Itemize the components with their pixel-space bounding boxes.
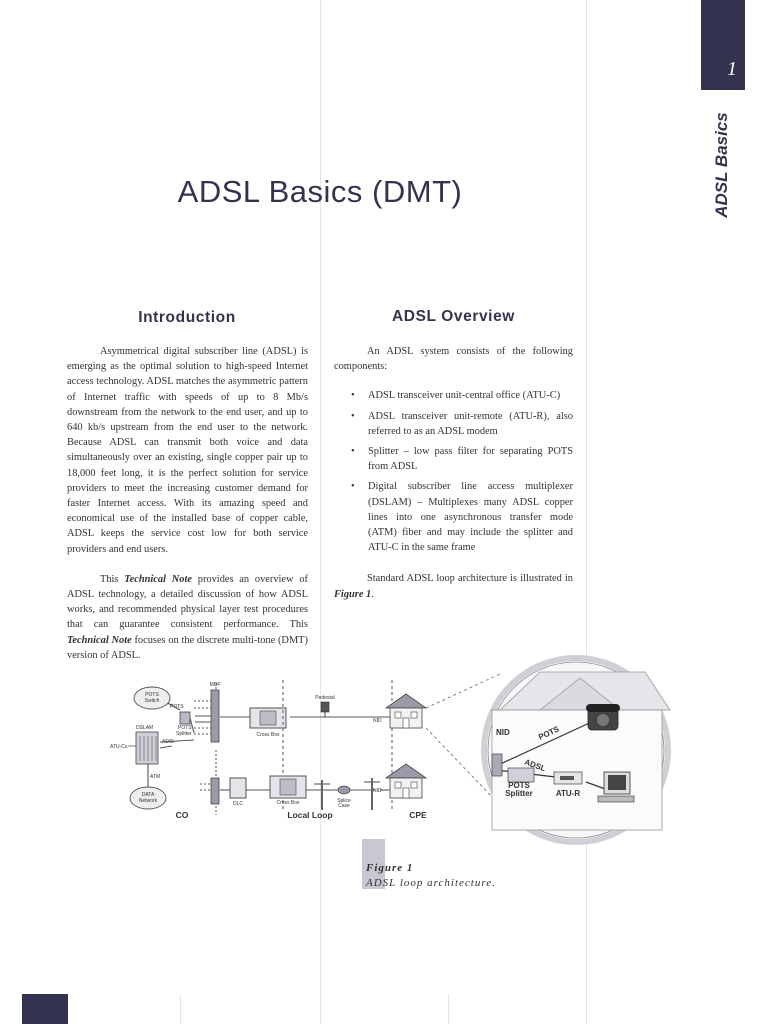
dslam-label: DSLAM: [136, 725, 153, 731]
page-title: ADSL Basics (DMT): [177, 174, 463, 209]
list-item: ADSL transceiver unit-central office (AT…: [334, 388, 573, 403]
intro-paragraph-1: Asymmetrical digital subscriber line (AD…: [67, 346, 308, 555]
pots-splitter-zoom-label: POTS: [508, 781, 530, 790]
dlc-label: DLC: [233, 801, 243, 807]
column-guide-right: [586, 0, 587, 1024]
telephone-icon: [586, 704, 620, 731]
cross-box-label: Cross Box: [276, 800, 300, 806]
dlc-cabinet: [229, 777, 247, 799]
splice-case: [337, 785, 351, 795]
atm-label: ATM: [150, 774, 160, 780]
co-label: CO: [176, 810, 189, 820]
pots-splitter-box: [179, 711, 191, 725]
data-network-label: DATA: [142, 792, 155, 798]
local-loop-label: Local Loop: [287, 810, 332, 820]
footer-guide-1: [180, 994, 181, 1024]
pots-splitter-label: POTS: [178, 725, 192, 731]
caption-accent-bar: [362, 839, 385, 889]
overview-column: An ADSL system consists of the following…: [334, 344, 573, 602]
list-item: Splitter – low pass filter for separatin…: [334, 444, 573, 474]
overview-heading: ADSL Overview: [392, 308, 515, 325]
column-guide-left: [320, 0, 321, 1024]
pots-splitter-zoom-label: Splitter: [505, 789, 533, 798]
pots-line-label: POTS: [170, 704, 184, 710]
house-top: [384, 693, 428, 729]
pots-switch-label: Switch: [145, 698, 160, 704]
data-network-cloud: [129, 786, 167, 810]
component-list: ADSL transceiver unit-central office (AT…: [334, 388, 573, 555]
intro-heading: Introduction: [138, 309, 236, 326]
intro-paragraph-2: This Technical Note provides an overview…: [67, 573, 308, 661]
list-item: ADSL transceiver unit-remote (ATU-R), al…: [334, 409, 573, 439]
section-side-title: ADSL Basics: [712, 112, 731, 218]
footer-block: [22, 994, 68, 1024]
data-network-label: Network: [139, 798, 158, 804]
zoom-leaders: [425, 673, 521, 827]
pots-switch-cloud: [133, 686, 171, 710]
house-lower: [384, 763, 428, 799]
cross-box-label: Cross Box: [256, 732, 280, 738]
splice-case-label: Case: [338, 803, 350, 809]
cpe-label: CPE: [409, 810, 427, 820]
chapter-tab: 1: [701, 0, 745, 90]
computer-icon: [597, 771, 635, 803]
intro-column: Asymmetrical digital subscriber line (AD…: [67, 344, 308, 663]
atu-r-label: ATU-R: [556, 789, 581, 798]
adsl-loop-diagram: MDF POTS Switch POTS POTS Splitter DSLAM…: [110, 655, 671, 845]
dslam-rack: [135, 731, 159, 765]
utility-poles: [314, 778, 380, 810]
footer-guide-2: [448, 994, 449, 1024]
splice-case-label: Splice: [337, 798, 351, 804]
figure-caption: Figure 1 ADSL loop architecture.: [366, 861, 496, 891]
mdf-frame: [210, 689, 220, 743]
figure-label: Figure 1: [366, 862, 414, 874]
pedestal: [320, 701, 330, 713]
pots-switch-label: POTS: [145, 692, 159, 698]
pots-splitter-label: Splitter: [176, 731, 192, 737]
technical-note-term: Technical Note: [67, 634, 132, 646]
nid-zoom-label: NID: [496, 728, 510, 737]
mdf-label: MDF: [210, 682, 221, 688]
overview-lead: An ADSL system consists of the following…: [334, 346, 573, 373]
list-item: Digital subscriber line access multiplex…: [334, 479, 573, 555]
figure-reference: Figure 1: [334, 588, 372, 600]
technical-note-term: Technical Note: [124, 573, 192, 585]
dslam-slots: [139, 736, 157, 761]
figure-caption-text: ADSL loop architecture.: [366, 877, 496, 889]
adsl-line-label: ADSL: [162, 739, 175, 745]
mdf-frame-lower: [210, 777, 220, 805]
atu-c-label: ATU-Cs: [110, 744, 128, 750]
nid-label-lower: NID: [373, 788, 382, 794]
nid-box: [491, 753, 503, 777]
pedestal-label: Pedestal: [315, 695, 334, 701]
page-number: 1: [727, 58, 737, 80]
nid-label-top: NID: [373, 718, 382, 724]
cpe-zoom-detail: NID POTS ADSL POTS Splitter ATU-R: [481, 655, 671, 845]
overview-closing: Standard ADSL loop architecture is illus…: [334, 573, 573, 600]
pots-splitter-device: [507, 767, 535, 783]
